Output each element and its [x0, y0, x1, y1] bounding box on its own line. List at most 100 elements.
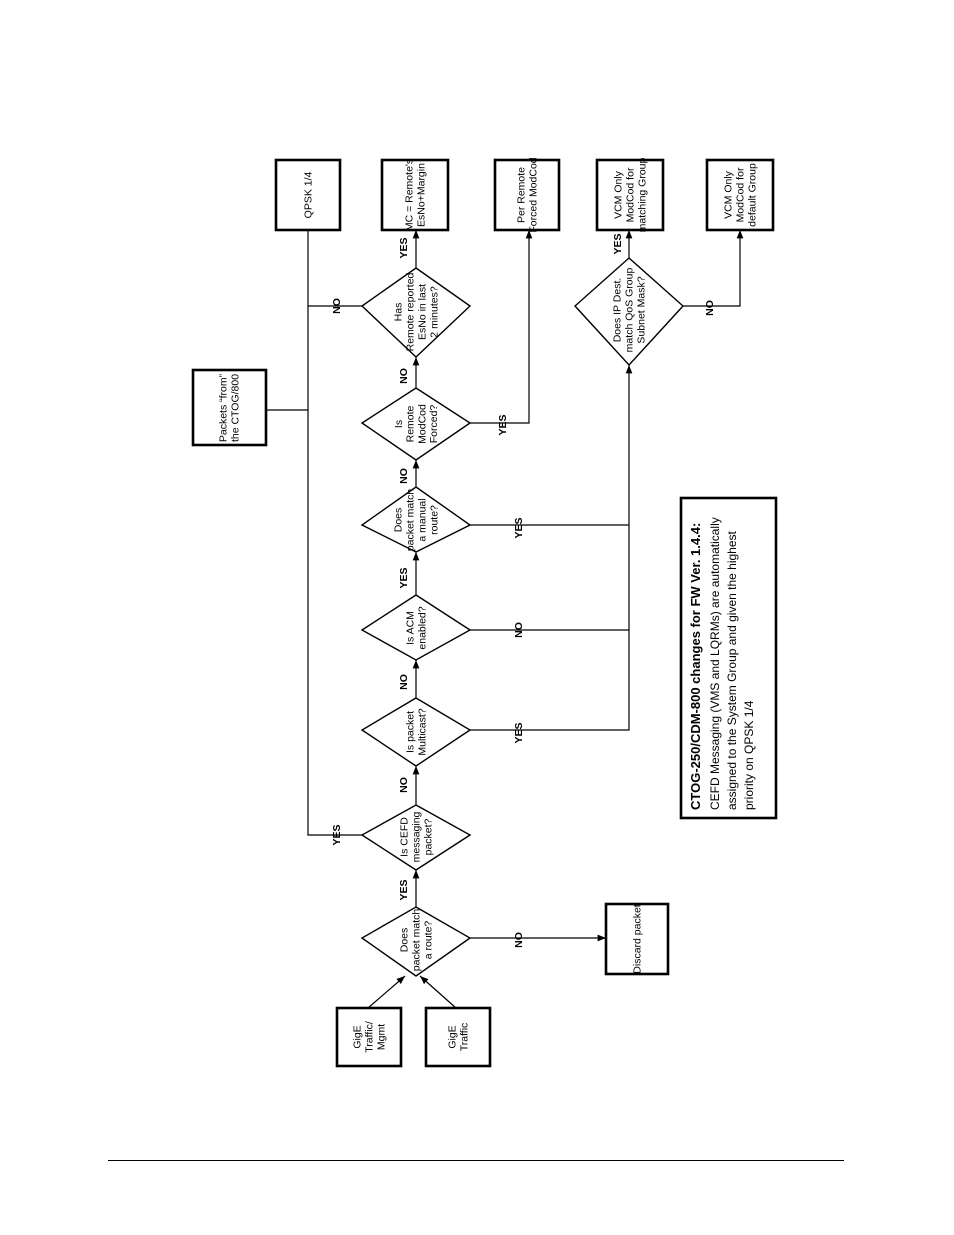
edge-gige-traffic-to-route [419, 975, 457, 1009]
edge-gige-mgmt-to-route [367, 975, 406, 1009]
edge-multicast-yes-qos [470, 365, 633, 731]
label-line: Per Remote [516, 167, 528, 223]
box-qpsk [274, 158, 342, 232]
label-line: enabled? [417, 606, 429, 649]
label-line: packet match [405, 489, 417, 552]
label-gige-mgmt: GigETraffic/Mgmt [352, 1021, 388, 1053]
label-line: packet? [423, 818, 435, 855]
label-line: Packets “from” [218, 373, 230, 442]
box-mc-remote [380, 158, 450, 232]
no-multicast-acm: NO [398, 674, 410, 690]
fw-note: CTOG-250/CDM-800 changes for FW Ver. 1.4… [688, 517, 756, 810]
diamond-acm [360, 594, 472, 661]
label-line: Does IP Dest. [612, 278, 624, 343]
connectors [266, 222, 744, 1009]
diamond-manual [360, 486, 472, 553]
box-packets-from [191, 368, 268, 447]
label-q-qos: Does IP Dest.match QoS GroupSubnet Mask? [612, 268, 648, 353]
label-line: Forced ModCod [528, 157, 540, 232]
no-route-discard: NO [513, 932, 525, 948]
label-line: route? [429, 505, 441, 535]
label-q-acm: Is ACMenabled? [405, 606, 429, 649]
yes-reported-mc: YES [398, 237, 410, 258]
yes-manual-qos: YES [513, 517, 525, 538]
yes-cefd-qpsk: YES [331, 824, 343, 845]
yes-route-cefd: YES [398, 879, 410, 900]
label-line: Is [393, 420, 405, 428]
label-line: Multicast? [417, 708, 429, 755]
label-line: EsNo+Margin [416, 163, 428, 227]
label-line: Is CEFD [399, 817, 411, 857]
diamond-cefd [360, 804, 472, 871]
yes-acm-manual: YES [398, 567, 410, 588]
yes-forced-perremote: YES [497, 414, 509, 435]
diamond-multicast [360, 697, 472, 767]
diamond-reported [360, 267, 472, 358]
box-gige-mgmt [335, 1006, 403, 1068]
label-q-reported: HasRemote reportedEsNo in last2 minutes? [393, 272, 441, 351]
label-q-cefd: Is CEFDmessagingpacket? [399, 811, 435, 862]
label-per-remote: Per RemoteForced ModCod [516, 157, 540, 232]
footer-rule [108, 1160, 844, 1161]
label-line: GigE [447, 1025, 459, 1048]
box-per-remote [493, 158, 561, 232]
label-line: the CTOG/800 [230, 374, 242, 442]
no-forced-reported: NO [398, 368, 410, 384]
label-line: packet match [411, 909, 423, 972]
label-line: messaging [411, 811, 423, 862]
label-discard: Discard packet [632, 904, 644, 974]
label-line: match QoS Group [624, 268, 636, 353]
label-packets-from: Packets “from”the CTOG/800 [218, 373, 242, 442]
label-mc-remote: MC = Remote'sEsNo+Margin [404, 159, 428, 231]
label-line: EsNo in last [417, 284, 429, 340]
label-line: Remote [405, 405, 417, 442]
label-q-manual: Doespacket matcha manualroute? [393, 489, 441, 552]
label-line: Is packet [405, 711, 417, 753]
label-vcm-match: VCM OnlyModCod formatching Group [613, 157, 649, 232]
fw-note-line-3: priority on QPSK 1/4 [742, 700, 756, 810]
edge-forced-yes-perremote [470, 230, 533, 424]
edge-qos-no-vcm-default [683, 230, 744, 307]
label-line: default Group [747, 163, 759, 227]
label-line: matching Group [637, 157, 649, 232]
no-qos-vcm-default: NO [704, 300, 716, 316]
label-line: GigE [352, 1025, 364, 1048]
yes-qos-vcm-match: YES [612, 233, 624, 254]
label-line: VCM Only [613, 170, 625, 219]
box-vcm-match [595, 158, 665, 232]
label-line: a route? [423, 921, 435, 960]
label-vcm-default: VCM OnlyModCod fordefault Group [723, 163, 759, 227]
boxes [191, 158, 778, 1068]
diamond-forced [360, 387, 472, 461]
no-reported-qpsk: NO [331, 298, 343, 314]
label-line: VCM Only [723, 170, 735, 219]
label-line: Forced? [428, 405, 440, 444]
label-line: MC = Remote's [404, 159, 416, 231]
label-line: Remote reported [405, 272, 417, 351]
label-line: ModCod [416, 404, 428, 444]
fw-note-line-1: CEFD Messaging (VMS and LQRMs) are autom… [708, 517, 722, 810]
label-gige-traffic: GigETraffic [447, 1023, 471, 1052]
label-q-forced: IsRemoteModCodForced? [393, 404, 440, 444]
label-q-route: Doespacket matcha route? [399, 909, 435, 972]
box-fw-note [679, 496, 778, 820]
no-cefd-multicast: NO [398, 777, 410, 793]
diamond-qos [574, 257, 684, 367]
label-line: Does [399, 928, 411, 953]
label-line: Traffic/ [364, 1021, 376, 1053]
label-line: Traffic [459, 1023, 471, 1052]
branch-labels: YES NO YES NO YES NO NO YES YES NO YES N… [331, 233, 716, 947]
label-line: Mgmt [376, 1024, 388, 1050]
box-gige-traffic [424, 1006, 492, 1068]
edge-cefd-yes-qpsk [304, 222, 362, 836]
no-manual-forced: NO [398, 468, 410, 484]
label-line: a manual [417, 498, 429, 541]
fw-note-title: CTOG-250/CDM-800 changes for FW Ver. 1.4… [688, 523, 703, 810]
yes-multicast-qos: YES [513, 722, 525, 743]
node-labels: GigETraffic/Mgmt GigETraffic Packets “fr… [218, 157, 759, 1053]
label-line: Does [393, 508, 405, 533]
label-line: Discard packet [632, 904, 644, 974]
label-line: 2 minutes? [429, 286, 441, 338]
fw-note-line-2: assigned to the System Group and given t… [725, 530, 739, 810]
